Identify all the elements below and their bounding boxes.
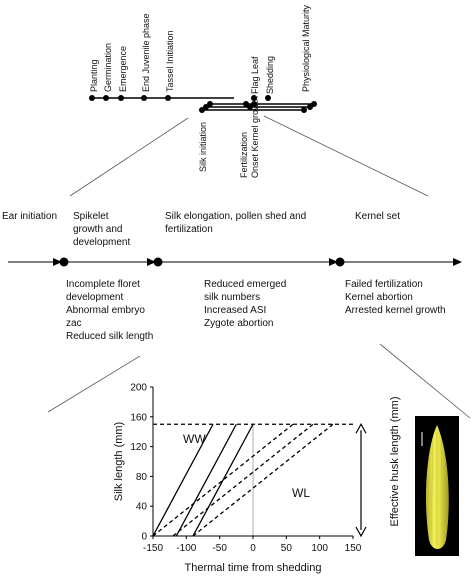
- stage-arrow-2: [147, 258, 156, 266]
- shedding-label: Shedding: [265, 56, 275, 94]
- x-tick-label: -150: [143, 543, 163, 554]
- x-tick-label: -50: [212, 543, 227, 554]
- physiological-maturity-label: Physiological Maturity: [301, 4, 311, 92]
- impact-3-line-1: Failed fertilization: [345, 279, 423, 290]
- impact-2-line-4: Zygote abortion: [204, 318, 274, 329]
- y2-axis-title: Effective husk length (mm): [389, 396, 401, 526]
- stage-spikelet-line-3: development: [73, 237, 130, 248]
- planting-dot: [89, 95, 95, 101]
- ear-husk-ridge-right: [440, 439, 444, 541]
- flag-leaf-label: Flag Leaf: [250, 56, 260, 94]
- y-tick-label: 160: [130, 412, 147, 423]
- impact-2-line-3: Increased ASI: [204, 305, 266, 316]
- impact-1-line-2: development: [66, 292, 123, 303]
- flag-leaf-dot: [251, 95, 257, 101]
- stage-spikelet-line-1: Spikelet: [73, 211, 109, 222]
- series-label-ww: WW: [183, 432, 206, 446]
- zoom-line-left: [69, 117, 189, 197]
- zoom-line-chart-right: [379, 343, 471, 419]
- impact-list-2: Reduced emerged silk numbers Increased A…: [204, 279, 289, 329]
- husk-arrow-head-top: [355, 423, 367, 434]
- ww-line-1: [152, 423, 214, 537]
- chart-axes: [150, 386, 354, 539]
- tassel-initiation-dot: [165, 95, 171, 101]
- planting-label: Planting: [89, 59, 99, 92]
- stage-spikelet: Spikelet growth and development: [73, 211, 130, 248]
- stage-timeline: Ear initiation Spikelet growth and devel…: [2, 211, 462, 342]
- stage-silk-line-2: fertilization: [165, 224, 213, 235]
- maturity-dot-3: [301, 107, 307, 113]
- onset-kernel-dot: [251, 101, 257, 107]
- onset-kernel-growth-label: Onset Kernel growth: [250, 96, 260, 178]
- y-tick-label: 0: [141, 532, 147, 543]
- impact-1-line-5: Reduced silk length: [66, 331, 153, 342]
- end-juvenile-dot: [141, 95, 147, 101]
- impact-1-line-1: Incomplete floret: [66, 279, 140, 290]
- y-axis-title: Silk length (mm): [113, 422, 125, 501]
- series-label-wl: WL: [292, 486, 310, 500]
- impact-1-line-3: Abnormal embryo: [66, 305, 145, 316]
- wl-line-2: [172, 423, 314, 537]
- zoom-line-chart-left: [47, 355, 141, 413]
- maturity-dot-2: [307, 104, 313, 110]
- impact-3-line-3: Arrested kernel growth: [345, 305, 446, 316]
- tassel-initiation-label: Tassel Initiation: [165, 30, 175, 92]
- stage-dot-2: [153, 257, 163, 267]
- x-tick-label: -100: [176, 543, 196, 554]
- x-tick-label: 0: [250, 543, 256, 554]
- x-tick-label: 100: [311, 543, 328, 554]
- stage-dot-3: [335, 257, 345, 267]
- impact-list-3: Failed fertilization Kernel abortion Arr…: [345, 279, 446, 316]
- end-juvenile-label: End Juvenile phase: [141, 13, 151, 92]
- stage-dot-1: [59, 257, 69, 267]
- germination-label: Germination: [103, 43, 113, 92]
- germination-dot: [103, 95, 109, 101]
- chart-tick-labels: -150 -100 -50 0 50 100 150 0 40 80 120 160 200: [130, 383, 361, 555]
- impact-2-line-1: Reduced emerged: [204, 279, 286, 290]
- silk-initiation-label: Silk initiation: [198, 122, 208, 172]
- chart-series: [152, 423, 334, 537]
- stage-axis-arrowhead: [453, 258, 462, 266]
- stage-spikelet-line-2: growth and: [73, 224, 122, 235]
- ww-line-2: [175, 423, 237, 537]
- stage-ear-initiation-line: Ear initiation: [2, 211, 57, 222]
- husk-length-arrow: [355, 423, 367, 538]
- ear-photo: [415, 416, 459, 556]
- stage-silk-elongation: Silk elongation, pollen shed and fertili…: [165, 211, 309, 235]
- x-tick-label: 50: [281, 543, 293, 554]
- x-tick-label: 150: [345, 543, 362, 554]
- x-axis-title: Thermal time from shedding: [185, 562, 322, 574]
- impact-2-line-2: silk numbers: [204, 292, 260, 303]
- husk-arrow-head-bottom: [355, 526, 367, 538]
- impact-3-line-2: Kernel abortion: [345, 292, 413, 303]
- emergence-label: Emergence: [118, 46, 128, 92]
- stage-silk-line-1: Silk elongation, pollen shed and: [165, 211, 306, 222]
- wl-line-3: [192, 423, 334, 537]
- y-tick-label: 120: [130, 442, 147, 453]
- ww-line-3: [192, 423, 254, 537]
- fertilization-label: Fertilization: [239, 132, 249, 178]
- silk-length-chart: -150 -100 -50 0 50 100 150 0 40 80 120 160 200 Therm…: [113, 383, 401, 575]
- ear-husk-ridge-left: [430, 439, 434, 541]
- emergence-dot: [118, 95, 124, 101]
- y-tick-label: 40: [136, 502, 148, 513]
- wl-line-1: [152, 423, 294, 537]
- silk-init-dot-3: [199, 107, 205, 113]
- stage-kernel-set-line: Kernel set: [355, 211, 400, 222]
- stage-arrow-3: [329, 258, 338, 266]
- impact-1-line-4: zac: [66, 318, 82, 329]
- stage-ear-initiation: Ear initiation: [2, 211, 57, 222]
- y-tick-label: 80: [136, 472, 148, 483]
- shedding-dot: [265, 95, 271, 101]
- y-tick-label: 200: [130, 383, 147, 394]
- stage-arrow-1: [53, 258, 62, 266]
- top-timeline: Planting Germination Emergence End Juven…: [89, 4, 317, 178]
- stage-kernel-set: Kernel set: [355, 211, 400, 222]
- impact-list-1: Incomplete floret development Abnormal e…: [66, 279, 153, 342]
- zoom-line-right: [263, 115, 429, 197]
